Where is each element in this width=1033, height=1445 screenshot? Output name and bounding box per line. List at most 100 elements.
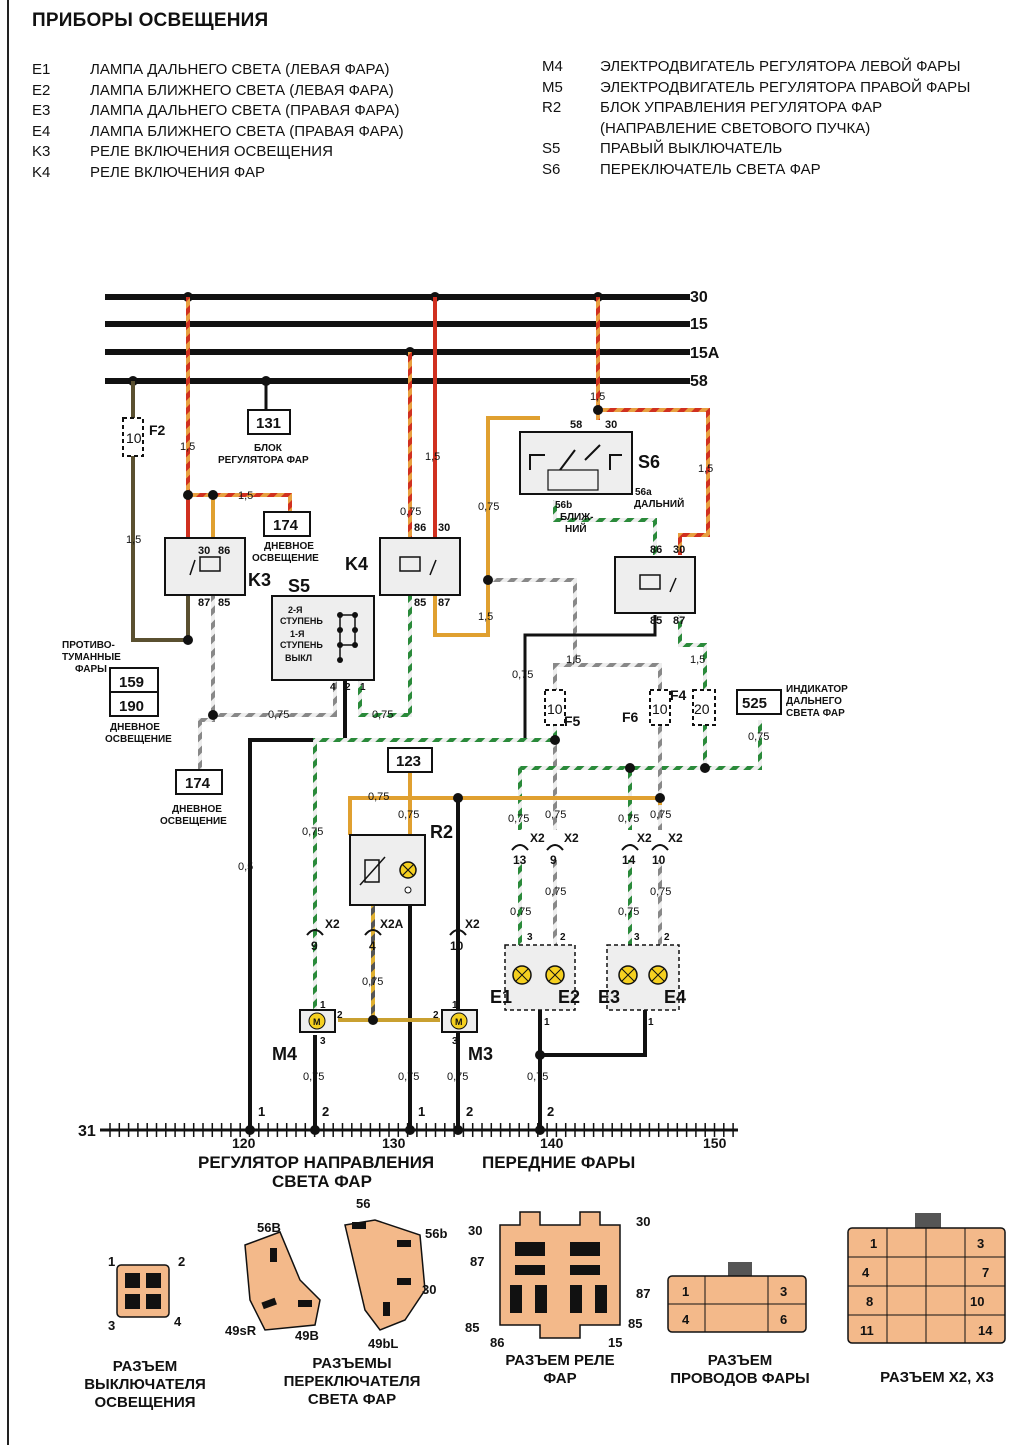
pin-label: 56b <box>425 1226 447 1241</box>
wire-size: 1,5 <box>238 490 253 502</box>
relay-headlight: 86 30 85 87 <box>614 544 696 627</box>
pin-label: 85 <box>465 1320 479 1335</box>
ground-tick: 130 <box>382 1135 406 1151</box>
relay-k4: 86 30 85 87 K4 <box>345 522 461 609</box>
wire <box>705 720 762 770</box>
relay-k3: 30 86 87 85 K3 <box>164 537 271 609</box>
wire-size: 0,75 <box>303 1071 324 1083</box>
ground-tick: 150 <box>703 1135 727 1151</box>
caption-line: ПРОВОДОВ ФАРЫ <box>670 1370 810 1387</box>
connector-switch: 1 2 3 4 <box>108 1254 185 1333</box>
svg-text:X2: X2 <box>668 831 683 845</box>
pin-label: 4 <box>682 1312 690 1327</box>
legend-desc: ПРАВЫЙ ВЫКЛЮЧАТЕЛЬ <box>600 140 783 157</box>
junction-dot <box>550 735 560 745</box>
pin-caption: ДАЛЬНИЙ <box>634 497 684 510</box>
switch-position: СТУПЕНЬ <box>280 640 323 650</box>
svg-text:3: 3 <box>634 932 640 943</box>
svg-text:X2: X2 <box>564 831 579 845</box>
block-number: 123 <box>396 753 421 770</box>
pin-label: 49sR <box>225 1323 257 1338</box>
junction-dot <box>593 405 603 415</box>
page-title: ПРИБОРЫ ОСВЕЩЕНИЯ <box>32 10 269 31</box>
legend-desc: ПЕРЕКЛЮЧАТЕЛЬ СВЕТА ФАР <box>600 160 821 178</box>
svg-text:58: 58 <box>570 419 582 431</box>
caption-line: ФАР <box>543 1370 577 1387</box>
switch-s5: S5 2-Я СТУПЕНЬ 1-Я СТУПЕНЬ ВЫКЛ 4 2 1 <box>271 576 375 693</box>
ground-group-label: СВЕТА ФАР <box>272 1172 372 1191</box>
block-caption: ОСВЕЩЕНИЕ <box>105 734 172 745</box>
svg-text:2: 2 <box>433 1010 439 1021</box>
ground-tick: 140 <box>540 1135 564 1151</box>
pin-label: 7 <box>982 1265 989 1280</box>
junction-dot <box>368 1015 378 1025</box>
legend-desc: ЭЛЕКТРОДВИГАТЕЛЬ РЕГУЛЯТОРА ПРАВОЙ ФАРЫ <box>600 78 971 96</box>
legend-desc: (НАПРАВЛЕНИЕ СВЕТОВОГО ПУЧКА) <box>600 119 871 137</box>
wire-size: 1,5 <box>180 441 195 453</box>
svg-text:3: 3 <box>527 932 533 943</box>
pin-label: 10 <box>970 1294 984 1309</box>
block-number: 174 <box>273 517 299 534</box>
legend-desc: ЛАМПА БЛИЖНЕГО СВЕТА (ЛЕВАЯ ФАРА) <box>90 81 394 99</box>
svg-text:86: 86 <box>218 545 230 557</box>
wire-size: 0,75 <box>400 506 421 518</box>
svg-text:86: 86 <box>414 522 426 534</box>
junction-dot <box>453 793 463 803</box>
ground-tick: 120 <box>232 1135 256 1151</box>
wire-size: 1,5 <box>690 654 705 666</box>
junction-dot <box>625 763 635 773</box>
pin-label: 1 <box>870 1236 877 1251</box>
connector-selector-caption: РАЗЪЕМЫ ПЕРЕКЛЮЧАТЕЛЯ СВЕТА ФАР <box>272 1355 432 1409</box>
svg-text:2: 2 <box>547 1104 554 1119</box>
pin-label: 87 <box>636 1286 650 1301</box>
svg-text:3: 3 <box>452 1036 458 1047</box>
junction-dot <box>208 490 218 500</box>
wire-size: 0,75 <box>618 813 639 825</box>
svg-text:1: 1 <box>320 1000 326 1011</box>
pin-label: 87 <box>470 1254 484 1269</box>
block-caption: ДНЕВНОЕ <box>110 722 160 733</box>
block-caption: БЛОК <box>254 443 283 454</box>
block-number: 525 <box>742 695 767 712</box>
headlamp-left: E1 E2 <box>490 944 580 1011</box>
wire-size: 1,5 <box>566 654 581 666</box>
fuse-label: F4 <box>670 687 687 703</box>
caption-line: РАЗЪЕМ X2, X3 <box>880 1369 994 1386</box>
svg-text:13: 13 <box>513 853 527 867</box>
wire <box>248 680 347 1130</box>
caption-line: РАЗЪЕМ РЕЛЕ <box>505 1352 615 1369</box>
legend-code: M4 <box>542 58 563 75</box>
wire <box>488 578 577 665</box>
svg-text:14: 14 <box>622 853 636 867</box>
wire-size: 0,75 <box>508 813 529 825</box>
svg-text:X2: X2 <box>530 831 545 845</box>
legend-code: K4 <box>32 163 51 181</box>
svg-text:1: 1 <box>258 1104 265 1119</box>
svg-text:X2: X2 <box>465 917 480 931</box>
legend-desc: ЭЛЕКТРОДВИГАТЕЛЬ РЕГУЛЯТОРА ЛЕВОЙ ФАРЫ <box>600 58 961 75</box>
bus-label-58: 58 <box>690 373 708 390</box>
fuse-f6: 10 F6 <box>622 689 671 726</box>
bus-lines: 30 15 15A 58 <box>105 289 720 390</box>
pin-label: 11 <box>860 1323 874 1338</box>
svg-text:1: 1 <box>648 1017 654 1028</box>
junction-dot <box>700 763 710 773</box>
wire-size: 0,75 <box>268 709 289 721</box>
wire-size: 1,5 <box>698 463 713 475</box>
connector-switch-caption: РАЗЪЕМ ВЫКЛЮЧАТЕЛЯ ОСВЕЩЕНИЯ <box>75 1358 215 1412</box>
legend-code: E1 <box>32 61 51 78</box>
wire <box>598 408 710 555</box>
block-525: 525 ИНДИКАТОР ДАЛЬНЕГО СВЕТА ФАР <box>736 684 848 719</box>
block-caption: СВЕТА ФАР <box>786 708 845 719</box>
block-174-top: 174 ДНЕВНОЕ ОСВЕЩЕНИЕ <box>252 511 319 564</box>
component-label: E3 <box>598 987 620 1007</box>
bus-label-30: 30 <box>690 289 708 306</box>
wire-size-labels: 1,5 1,5 1,5 1,5 0,75 0,75 1,5 1,5 1,5 1,… <box>126 391 769 1083</box>
svg-text:87: 87 <box>438 597 450 609</box>
component-label: S6 <box>638 452 660 472</box>
wire-size: 0,75 <box>447 1071 468 1083</box>
switch-position: 1-Я <box>290 629 304 639</box>
